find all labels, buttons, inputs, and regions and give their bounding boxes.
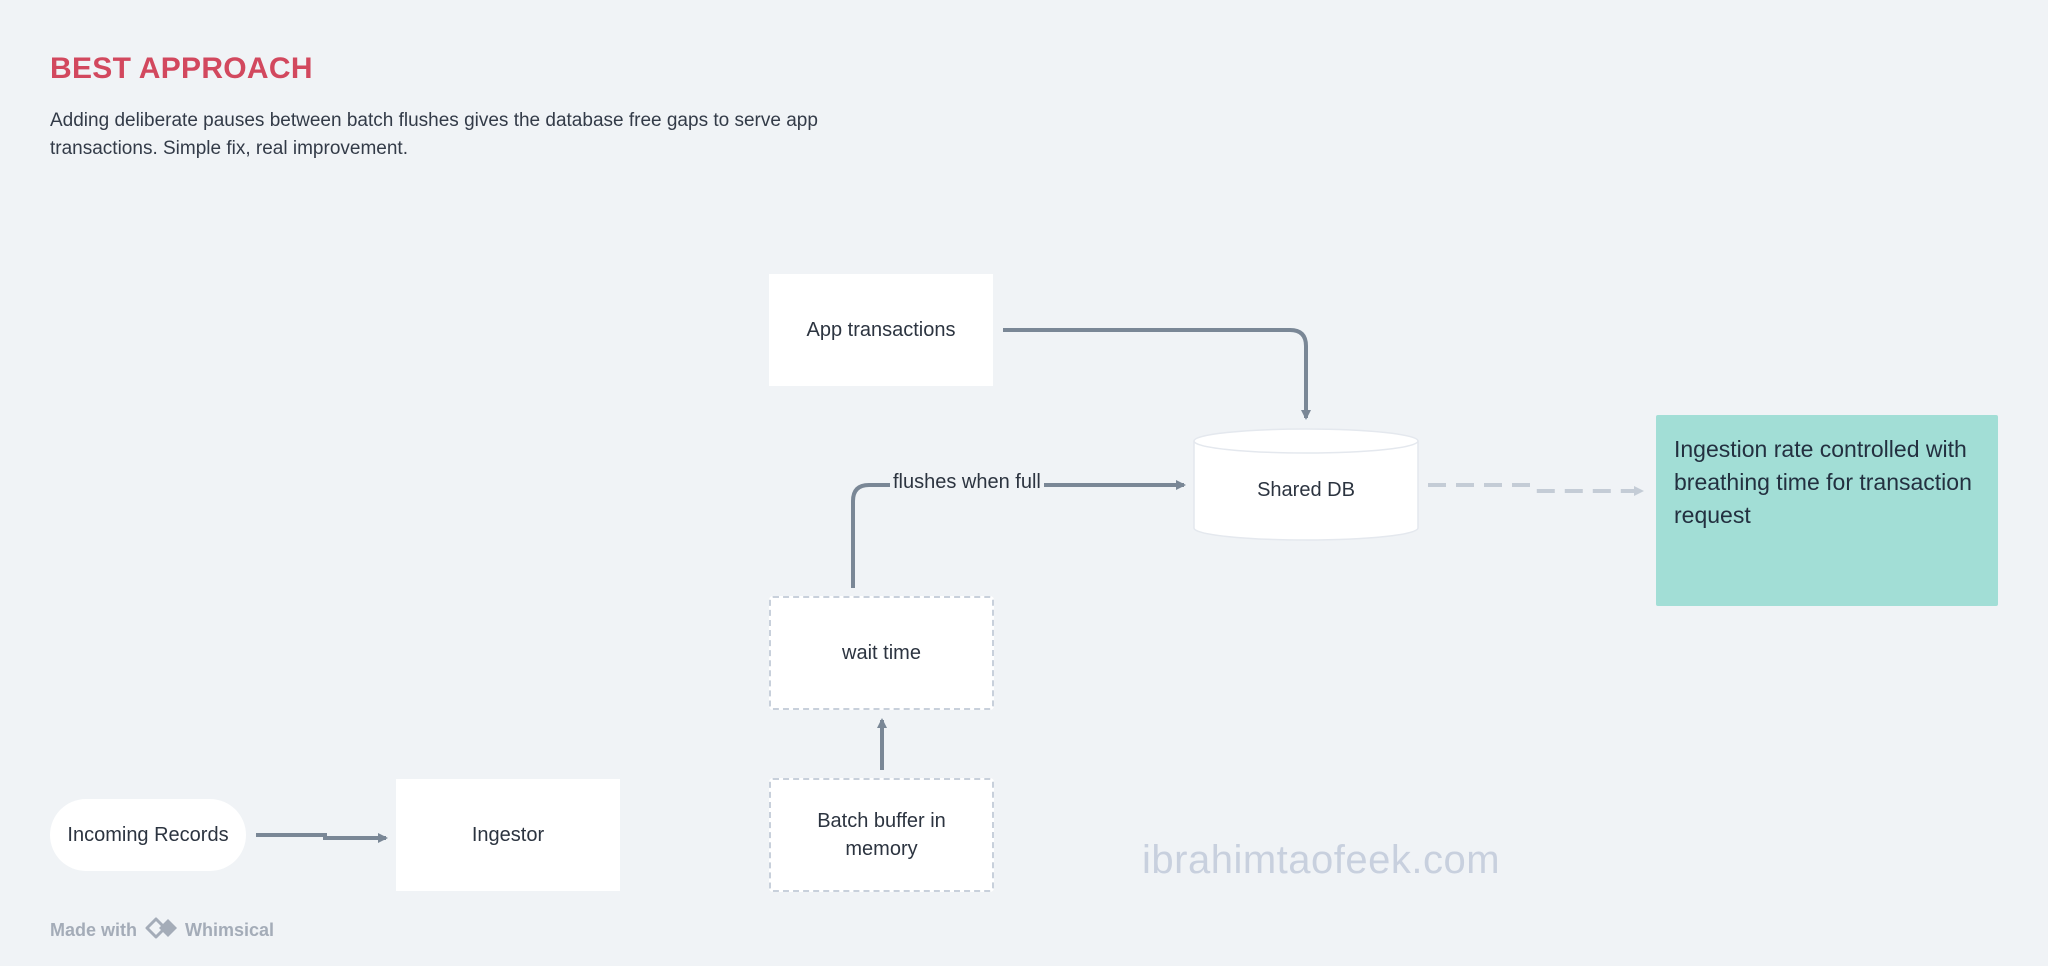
wait-time-node[interactable]: wait time	[769, 596, 994, 710]
app-transactions-label: App transactions	[806, 319, 956, 341]
shared-db-cylinder[interactable]	[1193, 428, 1419, 541]
ingestion-note[interactable]: Ingestion rate controlled with breathing…	[1656, 415, 1998, 606]
connector-app-to-db	[1003, 328, 1311, 420]
made-with-label: Made with	[50, 920, 138, 940]
shared-db-label: Shared DB	[1257, 479, 1355, 501]
ingestion-note-text: Ingestion rate controlled with breathing…	[1674, 436, 1972, 528]
incoming-records-node[interactable]: Incoming Records	[50, 799, 246, 871]
watermark-text: ibrahimtaofeek.com	[1142, 838, 1501, 882]
connector-db-to-note	[1428, 483, 1644, 496]
page-description: Adding deliberate pauses between batch f…	[50, 110, 818, 159]
whimsical-brand-label: Whimsical	[185, 920, 275, 940]
ingestor-node[interactable]: Ingestor	[396, 779, 620, 891]
connector-wait-to-db	[851, 480, 1186, 588]
whimsical-logo-icon	[145, 916, 179, 945]
ingestor-label: Ingestor	[471, 824, 545, 846]
page-title: BEST APPROACH	[50, 52, 313, 85]
batch-buffer-label: Batch buffer in memory	[817, 810, 946, 860]
flush-edge-label: flushes when full	[890, 471, 1044, 494]
connector-incoming-to-ingestor	[256, 833, 388, 843]
made-with-whimsical-badge[interactable]: Made with Whimsical	[50, 916, 274, 945]
incoming-records-label: Incoming Records	[67, 824, 229, 846]
app-transactions-node[interactable]: App transactions	[769, 274, 993, 386]
wait-time-label: wait time	[842, 642, 921, 664]
batch-buffer-node[interactable]: Batch buffer in memory	[769, 778, 994, 892]
